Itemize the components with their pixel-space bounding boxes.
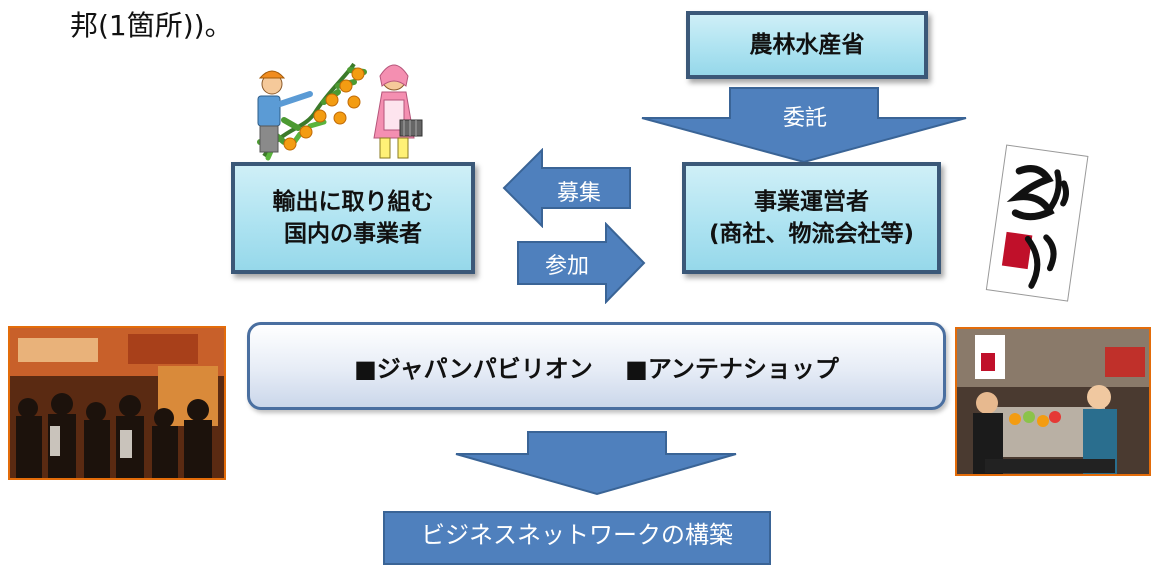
recruit-arrow — [502, 148, 631, 228]
network-box: ビジネスネットワークの構築 — [383, 511, 771, 565]
commission-arrow — [641, 87, 967, 164]
farmers-illustration — [257, 62, 423, 161]
pavilion-crowd-photo — [8, 326, 226, 480]
domestic-businesses-line1: 輸出に取り組む — [272, 189, 434, 215]
operator-line2: (商社、物流会社等) — [708, 221, 915, 247]
ministry-box: 農林水産省 — [686, 11, 928, 79]
pavilion-box: ■ジャパンパビリオン ■アンテナショップ — [247, 322, 946, 410]
recruit-label: 募集 — [556, 181, 601, 206]
domestic-businesses-line2: 国内の事業者 — [284, 221, 422, 247]
participate-arrow — [517, 222, 646, 304]
domestic-businesses-box: 輸出に取り組む 国内の事業者 — [231, 162, 475, 274]
operator-box: 事業運営者 (商社、物流会社等) — [682, 162, 941, 274]
ministry-label: 農林水産省 — [749, 32, 865, 58]
pavilion-label: ■ジャパンパビリオン ■アンテナショップ — [354, 354, 839, 383]
participate-label: 参加 — [544, 254, 589, 279]
commission-label: 委託 — [782, 106, 827, 131]
brand-card-image — [985, 144, 1089, 302]
outcome-arrow — [455, 431, 737, 496]
heading-text: 邦(1箇所))。 — [70, 9, 233, 42]
operator-line1: 事業運営者 — [754, 189, 869, 215]
antenna-shop-photo — [955, 327, 1151, 476]
